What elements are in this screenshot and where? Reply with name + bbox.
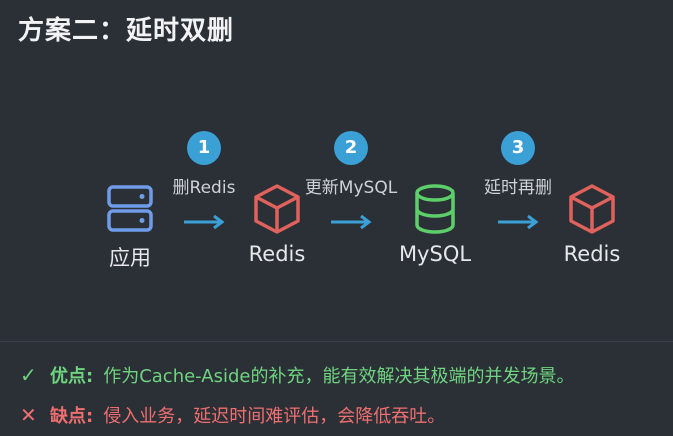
server-icon — [107, 185, 153, 232]
arrow-right-icon — [331, 214, 372, 230]
arrow-right-icon — [184, 214, 225, 230]
node-label: 应用 — [109, 246, 151, 270]
step-label: 更新MySQL — [304, 178, 398, 198]
pros-key: 优点: — [50, 366, 94, 387]
step-2: 2 更新MySQL — [281, 131, 421, 198]
cube-icon — [569, 184, 615, 234]
step-1: 1 删Redis — [134, 131, 274, 198]
divider — [0, 341, 673, 342]
cons-row: ✕ 缺点: 侵入业务，延迟时间难评估，会降低吞吐。 — [20, 402, 445, 428]
step-label: 删Redis — [172, 178, 236, 198]
step-number-badge: 2 — [334, 131, 368, 165]
cons-key: 缺点: — [50, 406, 94, 427]
node-label: Redis — [248, 242, 306, 266]
arrow-right-icon — [498, 214, 539, 230]
node-app: 应用 — [70, 182, 190, 272]
step-3: 3 延时再删 — [448, 131, 588, 198]
step-label: 延时再删 — [484, 178, 552, 198]
node-label: Redis — [563, 242, 621, 266]
cube-icon — [254, 184, 300, 234]
check-icon: ✓ — [20, 363, 37, 387]
database-icon — [415, 184, 455, 234]
node-mysql: MySQL — [375, 182, 495, 266]
node-redis-2: Redis — [532, 182, 652, 266]
cross-icon: ✕ — [20, 403, 37, 427]
step-number-badge: 3 — [501, 131, 535, 165]
pros-row: ✓ 优点: 作为Cache-Aside的补充，能有效解决其极端的并发场景。 — [20, 362, 574, 388]
page-title: 方案二：延时双删 — [18, 16, 235, 46]
pros-text: 作为Cache-Aside的补充，能有效解决其极端的并发场景。 — [103, 366, 575, 387]
node-label: MySQL — [398, 242, 472, 266]
cons-text: 侵入业务，延迟时间难评估，会降低吞吐。 — [103, 406, 446, 427]
step-number-badge: 1 — [187, 131, 221, 165]
node-redis-1: Redis — [217, 182, 337, 266]
